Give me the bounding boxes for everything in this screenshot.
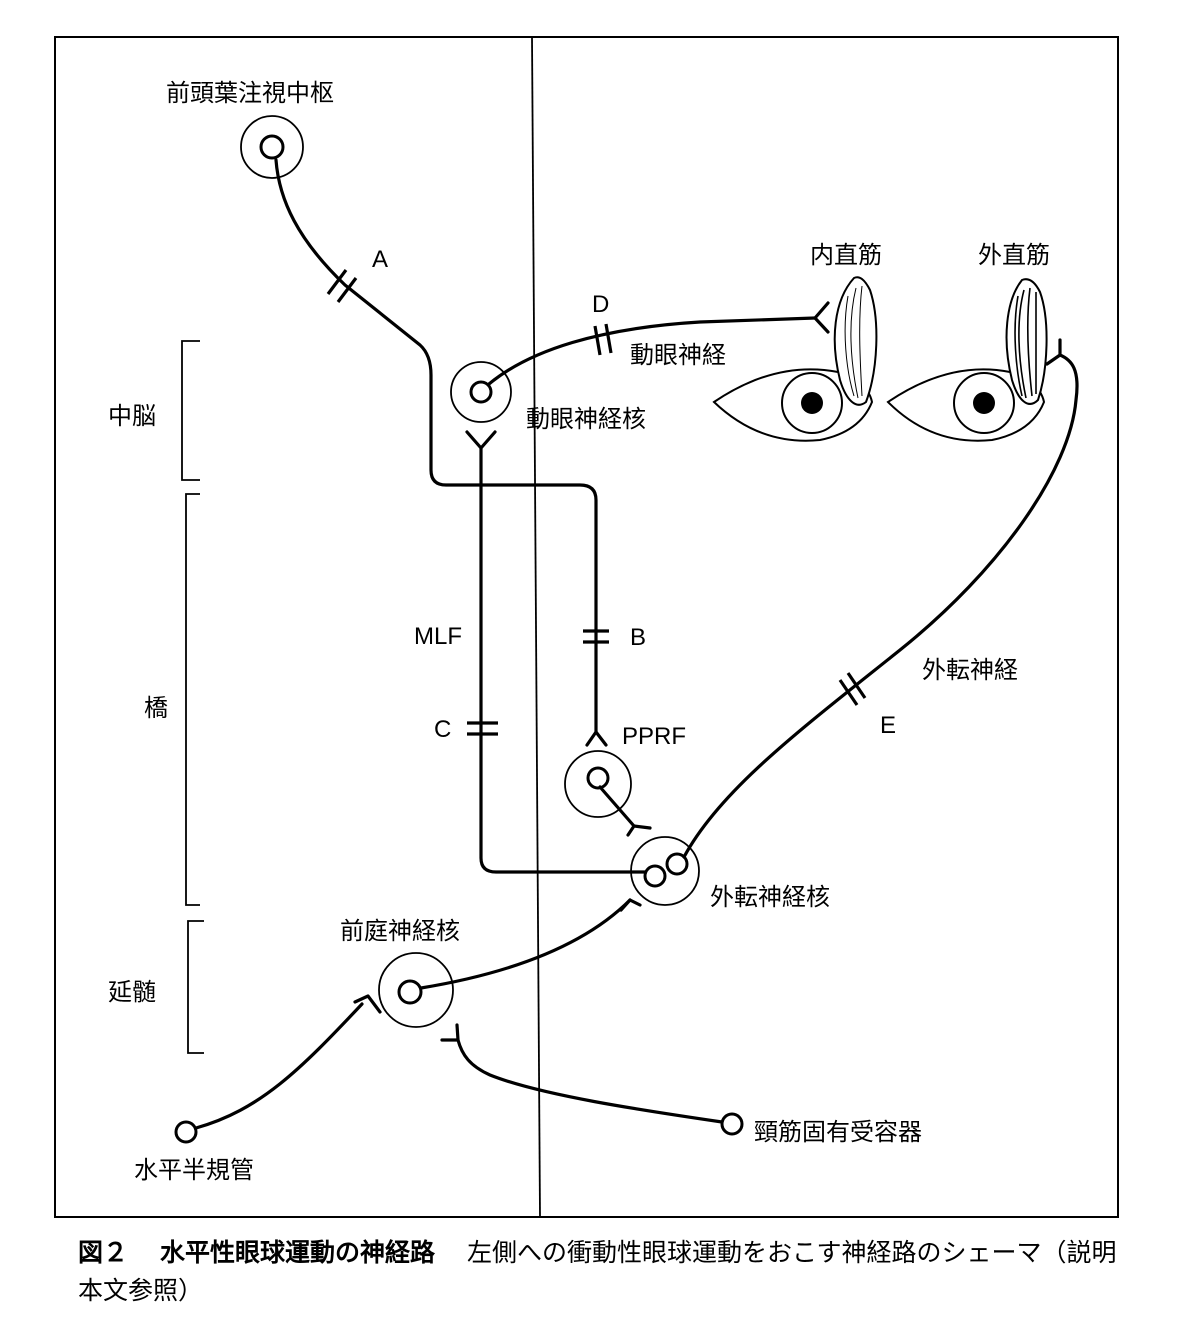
label-abducens-nucleus: 外転神経核	[710, 883, 830, 911]
frontal-eye-field-inner	[259, 134, 285, 160]
midbrain-bracket	[181, 340, 200, 481]
oculomotor-nucleus-outer	[450, 361, 512, 423]
label-medulla: 延髄	[108, 978, 156, 1006]
abducens-nucleus-outer	[630, 836, 700, 906]
abducens-nucleus-cell-1	[643, 864, 667, 888]
pprf-terminal	[585, 730, 608, 747]
tick-a-2	[336, 277, 358, 303]
label-frontal-eye-field: 前頭葉注視中枢	[166, 79, 334, 107]
label-midbrain: 中脳	[108, 402, 156, 430]
frontal-pathway	[274, 158, 598, 734]
figure-caption: 図２ 水平性眼球運動の神経路左側への衝動性眼球運動をおこす神経路のシェーマ（説明本…	[78, 1234, 1138, 1310]
vestibular-abducens-terminal	[619, 898, 642, 912]
pprf-outer	[564, 750, 632, 818]
left-eye	[712, 368, 874, 442]
label-neck-proprioceptor: 頸筋固有受容器	[754, 1118, 922, 1146]
marker-a: A	[372, 246, 388, 273]
oculomotor-nucleus-inner	[469, 380, 493, 404]
label-medial-rectus: 内直筋	[810, 241, 882, 269]
abducens-nerve	[682, 353, 1079, 859]
pprf-inner	[586, 766, 610, 790]
canal-terminal	[353, 994, 382, 1014]
midline	[531, 36, 541, 1218]
medial-rectus-muscle	[833, 276, 878, 406]
neck-proprioceptor-node	[720, 1112, 744, 1136]
vestibular-nucleus-outer	[378, 952, 454, 1028]
label-vestibular-nucleus: 前庭神経核	[340, 917, 460, 945]
neck-afferent	[456, 1038, 724, 1124]
label-mlf: MLF	[414, 623, 462, 650]
label-pprf: PPRF	[622, 723, 686, 750]
label-oculomotor-nerve: 動眼神経	[630, 341, 726, 369]
label-pons: 橋	[144, 694, 168, 722]
abducens-nucleus-cell-2	[665, 852, 689, 876]
pprf-to-abducens	[598, 785, 636, 828]
vestibular-nucleus-inner	[397, 979, 423, 1005]
tick-e-1	[838, 679, 859, 706]
vestibular-to-abducens	[419, 898, 632, 990]
pprf-abducens-terminal	[626, 824, 652, 837]
lateral-rectus-muscle	[1005, 278, 1048, 405]
mlf-pathway	[479, 446, 652, 874]
label-horizontal-canal: 水平半規管	[134, 1156, 254, 1184]
figure-title: 水平性眼球運動の神経路	[160, 1238, 436, 1267]
marker-c: C	[434, 716, 451, 743]
lateral-rectus-terminal	[1045, 338, 1062, 366]
medial-rectus-terminal	[813, 301, 830, 334]
label-oculomotor-nucleus: 動眼神経核	[526, 405, 646, 433]
frontal-eye-field-outer	[240, 115, 304, 179]
tick-e-2	[846, 672, 867, 699]
oculomotor-nerve	[487, 316, 817, 386]
figure-caption-text: 左側への衝動性眼球運動をおこす神経路のシェーマ（説明本文参照）	[78, 1238, 1117, 1305]
pons-bracket	[185, 493, 200, 906]
right-eye	[886, 368, 1046, 442]
marker-b: B	[630, 624, 646, 651]
figure-number: 図２	[78, 1238, 129, 1267]
tick-a-1	[326, 269, 348, 295]
marker-d: D	[592, 291, 609, 318]
medulla-bracket	[187, 920, 204, 1054]
label-lateral-rectus: 外直筋	[978, 241, 1050, 269]
canal-afferent	[194, 1002, 364, 1130]
tick-d-1	[593, 325, 602, 356]
marker-e: E	[880, 712, 896, 739]
label-abducens-nerve: 外転神経	[922, 656, 1018, 684]
horizontal-canal-node	[174, 1120, 198, 1144]
tick-d-2	[604, 323, 613, 354]
diagram-frame	[54, 36, 1119, 1218]
mlf-terminal	[465, 430, 497, 450]
neck-terminal	[440, 1023, 460, 1042]
